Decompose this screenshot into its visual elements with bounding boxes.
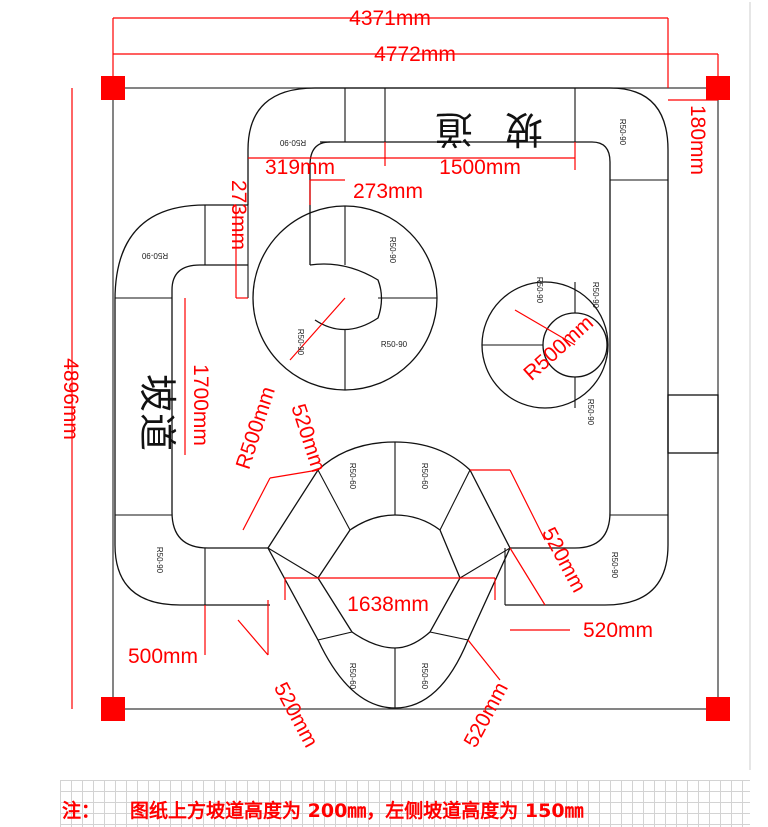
track-outline [114,87,719,709]
corner-marker-bottom-right [706,697,730,721]
dim-line [289,297,346,361]
dim-520-top-right: 520mm [537,524,590,597]
segment-dividers [115,88,668,708]
piece-label-left-bottom: R50-90 [155,547,164,574]
dim-520-top-left: 520mm [286,401,330,475]
track-inner-right [320,141,611,549]
dim-line [509,547,546,606]
footnote-label: 注： [62,800,101,822]
piece-label-hub-2: R50-60 [420,463,429,490]
corner-marker-bottom-left [101,697,125,721]
dimension-lines [71,17,719,709]
dim-line [242,477,271,531]
divider [439,469,471,531]
ramp-top-char-2: 道 [435,107,473,151]
footnote-text: 图纸上方坡道高度为 200㎜，左侧坡道高度为 150㎜ [130,800,584,822]
dim-273-horizontal: 273mm [353,180,423,203]
dim-520-right: 520mm [583,619,653,642]
track-inner-arch [309,141,331,265]
ramp-left-char-1: 坡 [135,374,179,412]
piece-label-hub-3: R50-60 [348,663,357,690]
divider [459,547,511,579]
piece-label-top-right: R50-90 [618,119,627,146]
piece-label-right-bottom: R50-90 [610,552,619,579]
note-grid-bar [60,780,750,827]
track-inner-left [171,264,268,549]
dim-left-height: 4896mm [59,358,82,440]
dim-line [509,469,546,541]
track-outer-left [114,204,270,606]
piece-label-right-circle-a: R50-90 [535,277,544,304]
divider [317,469,351,531]
footnote: 注： 图纸上方坡道高度为 200㎜，左侧坡道高度为 150㎜ [62,796,584,823]
divider [267,547,319,579]
dim-520-bottom-right: 520mm [460,679,513,752]
piece-label-hub-1: R50-60 [348,463,357,490]
dim-top-outer: 4772mm [374,43,456,66]
dim-right-top: 180mm [686,105,709,175]
dim-500: 500mm [128,645,198,668]
dim-r500-right: R500mm [519,311,598,385]
right-stub [667,394,719,454]
piece-label-circle-upper: R50-90 [388,237,397,264]
piece-label-hub-4: R50-60 [420,663,429,690]
ramp-top-char-1: 坡 [505,107,543,151]
piece-label-right-circle-c: R50-90 [586,399,595,426]
piece-label-top-left-arch: R50-90 [279,138,306,147]
ramp-left-char-2: 道 [135,413,179,451]
dim-line [269,469,319,479]
hub-outer [267,441,511,709]
upper-circle-inner [309,263,383,331]
dim-top-inner: 4371mm [349,7,431,30]
dim-1500: 1500mm [439,156,521,179]
piece-label-left-top: R50-90 [141,251,168,260]
dim-273-vertical: 273mm [227,180,250,250]
dim-319: 319mm [265,156,335,179]
dim-r500-left: R500mm [232,384,280,472]
hub-inner [317,514,461,649]
track-outer-right [315,87,669,606]
dim-1700: 1700mm [189,364,212,446]
piece-label-circle-right: R50-90 [381,340,408,349]
dim-520-bottom-left: 520mm [269,679,322,752]
dim-line [237,619,269,656]
piece-label-right-circle-b: R50-90 [591,282,600,309]
dim-1638: 1638mm [347,593,429,616]
divider [317,631,353,641]
divider [429,631,469,641]
dim-line [467,639,501,681]
piece-label-circle-left: R50-90 [296,329,305,356]
dim-line [514,309,576,346]
track-upper-arch [247,87,316,205]
